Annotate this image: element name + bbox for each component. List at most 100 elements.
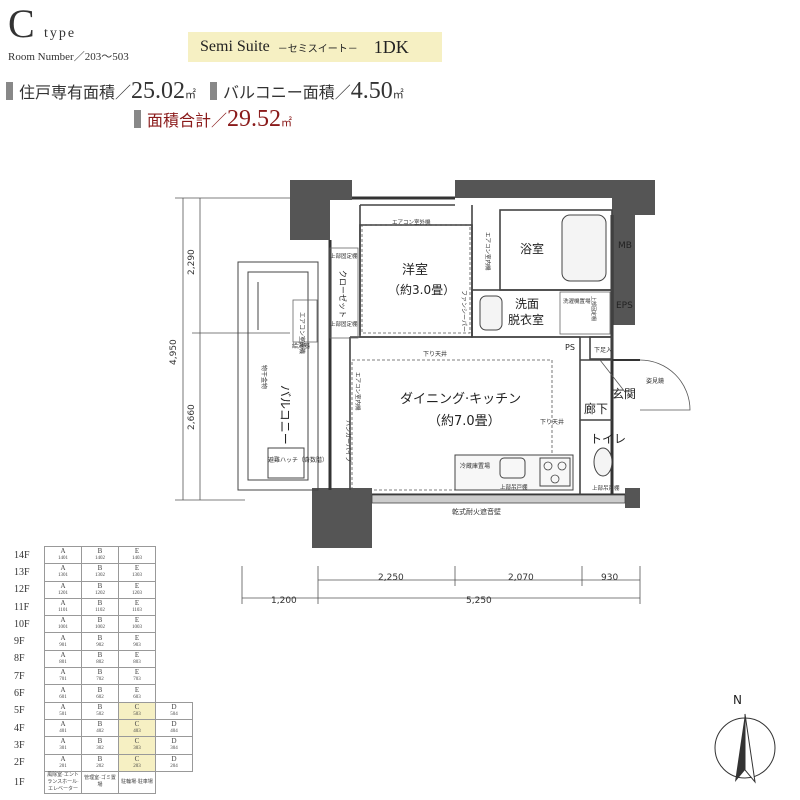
unit-number: 504 [170, 711, 178, 717]
unit-number: 1003 [132, 625, 142, 631]
unit-type: D [171, 720, 177, 729]
balcony-area-value: 4.50 [350, 78, 393, 104]
lowered-ceiling-label-2: 下り天井 [540, 418, 564, 426]
vertical-dimensions [175, 197, 290, 501]
unit-cell: 駐輪場·駐車場 [118, 770, 156, 794]
unit-number: 404 [170, 729, 178, 735]
unit-type: E [134, 616, 140, 625]
unit-type: E [134, 547, 140, 556]
unit-number: 203 [133, 763, 141, 769]
floor-label: 8F [14, 653, 25, 665]
unit-type: D [171, 754, 177, 763]
room-hallway: 廊下 [584, 401, 608, 416]
floor-label: 14F [14, 549, 30, 561]
unit-type: B [97, 581, 103, 590]
unit-number: 202 [96, 763, 104, 769]
unit-type: A [60, 685, 66, 694]
unit-type: E [134, 650, 140, 659]
wash-basin [479, 295, 503, 331]
unit-type: D [171, 737, 177, 746]
dim-unit-width: 5,250 [466, 596, 492, 606]
floor-label: 10F [14, 618, 30, 630]
unit-number: 1301 [58, 573, 68, 579]
unit-number: 304 [170, 746, 178, 752]
unit-number: 駐輪場·駐車場 [121, 779, 153, 785]
horizontal-dimensions [241, 566, 641, 604]
toilet-cabinet-label: 上部吊戸棚 [592, 484, 620, 492]
unit-type: E [134, 599, 140, 608]
room-mb: MB [618, 241, 632, 251]
unit-number: 1303 [132, 573, 142, 579]
unit-type: B [97, 668, 103, 677]
unit-type: A [60, 564, 66, 573]
dim-width-3: 930 [601, 573, 618, 583]
unit-type: B [97, 564, 103, 573]
unit-type: A [60, 702, 66, 711]
unit-number: 503 [133, 711, 141, 717]
unit-type: A [60, 616, 66, 625]
unit-number: 602 [96, 694, 104, 700]
badge-sub: －セミスイート－ [277, 43, 358, 55]
upper-cabinet-label: 上部吊戸棚 [500, 483, 528, 491]
unit-type: E [134, 564, 140, 573]
top-ac-label: エアコン室外機 [392, 218, 431, 226]
unit-number: 902 [96, 642, 104, 648]
unit-type: E [134, 581, 140, 590]
floor-label: 1F [14, 776, 25, 788]
unit-type: E [134, 633, 140, 642]
dim-width-2: 2,070 [508, 573, 534, 583]
unit-number: 201 [59, 763, 67, 769]
upper-shelf-washroom-label: 上部固定棚 [590, 296, 597, 321]
area-line-1: 住戸専有面積／ 25.02 ㎡ バルコニー面積／ 4.50 ㎡ [6, 78, 418, 105]
stove-burners [543, 461, 567, 484]
unit-number: 1202 [95, 590, 105, 596]
unit-cell: 風除室·エントランスホール·エレベーター [44, 770, 82, 794]
sound-barrier-label: 乾式耐火遮音壁 [452, 507, 501, 516]
room-numbers: Room Number／203〜503 [8, 51, 129, 63]
unit-type: B [97, 633, 103, 642]
bullet-square [134, 110, 141, 128]
unit-type: A [60, 547, 66, 556]
area-line-2: 面積合計／ 29.52 ㎡ [134, 106, 306, 133]
room-bath: 浴室 [520, 241, 544, 256]
unit-type: C [134, 737, 140, 746]
dim-width-1: 2,250 [378, 573, 404, 583]
entrance-door-swing [639, 359, 691, 411]
shelf-label-2: 上部固定棚 [330, 320, 358, 328]
unit-type: C [134, 702, 140, 711]
lowered-ceiling-label-1: 下り天井 [423, 350, 447, 358]
toilet-bowl [593, 447, 613, 477]
water-heater-label: 給湯器 [292, 342, 310, 350]
type-letter: C [8, 1, 35, 46]
private-area-label: 住戸専有面積／ [19, 83, 132, 102]
room-western: 洋室 [402, 262, 428, 278]
kitchen-counter [454, 454, 574, 491]
dim-lower-height: 2,660 [187, 404, 197, 430]
room-western-size: （約3.0畳） [388, 282, 455, 297]
unit-number: 1103 [132, 608, 142, 614]
unit-number: 802 [96, 659, 104, 665]
unit-number: 703 [133, 677, 141, 683]
